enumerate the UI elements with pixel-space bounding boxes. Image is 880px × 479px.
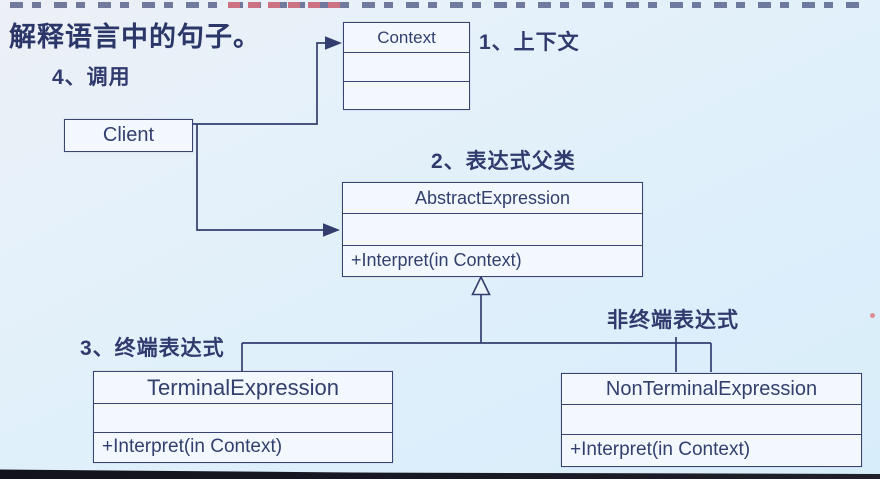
class-name-nonterminal-expression: NonTerminalExpression [605,377,818,400]
nonterminal-expression-attributes-compartment [562,404,861,434]
clipped-text-red-segment [228,2,340,8]
class-name-terminal-expression: TerminalExpression [147,374,339,400]
annotation-context: 1、上下文 [479,31,580,54]
context-attributes-compartment [344,52,469,81]
nonterminal-expression-method: +Interpret(in Context) [562,434,861,464]
abstract-expression-method: +Interpret(in Context) [343,245,642,274]
terminal-expression-attributes-compartment [94,403,392,432]
class-name-context: Context [377,27,436,47]
clipped-text-line [10,2,868,8]
context-methods-compartment [344,81,469,107]
arrowhead-to-abstract [323,223,340,237]
video-edge-bar [0,469,880,479]
class-box-nonterminal-expression: NonTerminalExpression +Interpret(in Cont… [561,373,862,467]
terminal-expression-method: +Interpret(in Context) [94,432,392,460]
association-client-context [193,42,325,125]
slide-heading: 解释语言中的句子。 [9,22,261,52]
red-dot-artifact [870,313,875,318]
association-client-abstract [196,124,323,231]
arrowhead-to-context [325,36,342,50]
class-box-terminal-expression: TerminalExpression +Interpret(in Context… [93,371,393,463]
annotation-expression-parent: 2、表达式父类 [431,150,576,173]
class-name-client: Client [102,124,155,146]
inheritance-triangle-icon [471,275,491,296]
annotation-terminal: 3、终端表达式 [80,337,225,360]
class-name-abstract-expression: AbstractExpression [414,187,571,208]
annotation-nonterminal: 非终端表达式 [607,309,739,332]
class-box-context: Context [343,22,470,110]
annotation-invoke: 4、调用 [52,66,131,89]
class-box-abstract-expression: AbstractExpression +Interpret(in Context… [342,182,643,277]
abstract-expression-attributes-compartment [343,213,642,245]
class-box-client: Client [64,119,193,152]
